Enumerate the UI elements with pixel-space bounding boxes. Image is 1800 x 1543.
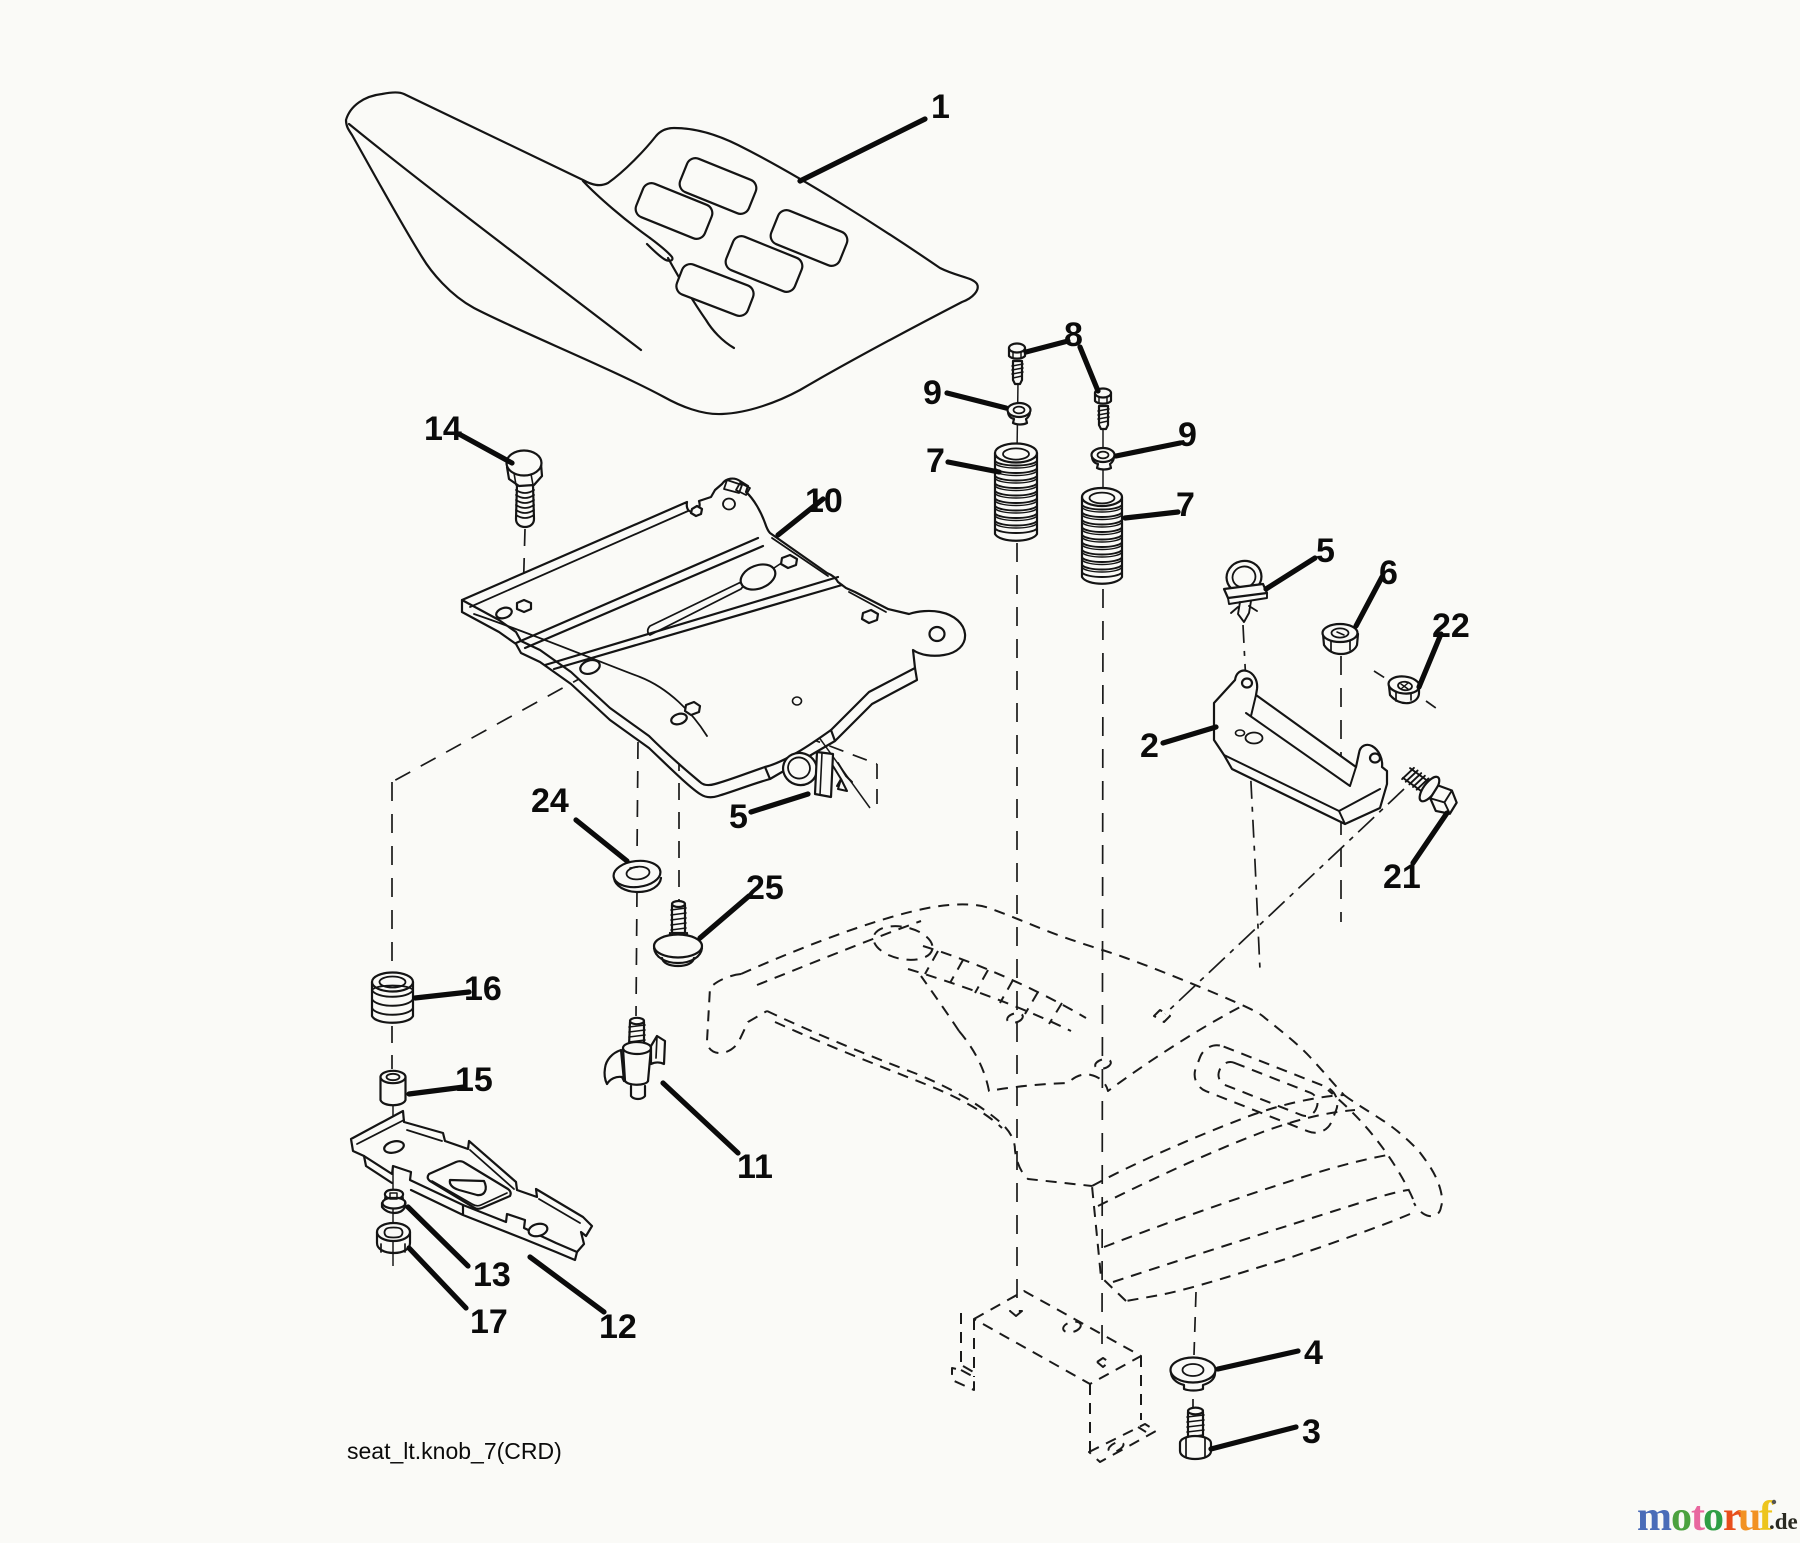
svg-text:o: o [1703,1494,1724,1540]
svg-text:16: 16 [464,970,502,1008]
svg-text:6: 6 [1379,554,1398,592]
svg-text:.de: .de [1769,1509,1798,1534]
svg-text:f: f [1759,1494,1774,1540]
svg-text:3: 3 [1302,1413,1321,1451]
svg-text:r: r [1723,1494,1742,1540]
svg-text:12: 12 [599,1308,637,1346]
svg-text:10: 10 [805,482,843,520]
svg-text:11: 11 [737,1148,773,1186]
svg-text:t: t [1691,1494,1705,1540]
svg-text:21: 21 [1383,858,1421,896]
svg-text:4: 4 [1304,1334,1323,1372]
svg-text:5: 5 [729,798,748,836]
svg-text:13: 13 [473,1256,511,1294]
svg-text:7: 7 [1176,486,1195,524]
svg-text:9: 9 [923,374,942,412]
svg-text:9: 9 [1178,416,1197,454]
svg-text:24: 24 [531,782,569,820]
svg-text:7: 7 [926,442,945,480]
svg-text:u: u [1738,1494,1761,1540]
svg-text:17: 17 [470,1303,508,1341]
svg-text:o: o [1671,1494,1692,1540]
svg-text:1: 1 [931,88,950,126]
svg-text:14: 14 [424,410,462,448]
svg-text:22: 22 [1432,607,1470,645]
svg-text:2: 2 [1140,727,1159,765]
svg-text:5: 5 [1316,532,1335,570]
svg-text:25: 25 [746,869,784,907]
svg-text:8: 8 [1064,316,1083,354]
svg-text:m: m [1637,1494,1672,1540]
svg-text:seat_lt.knob_7(CRD): seat_lt.knob_7(CRD) [347,1438,562,1464]
svg-text:15: 15 [455,1061,493,1099]
